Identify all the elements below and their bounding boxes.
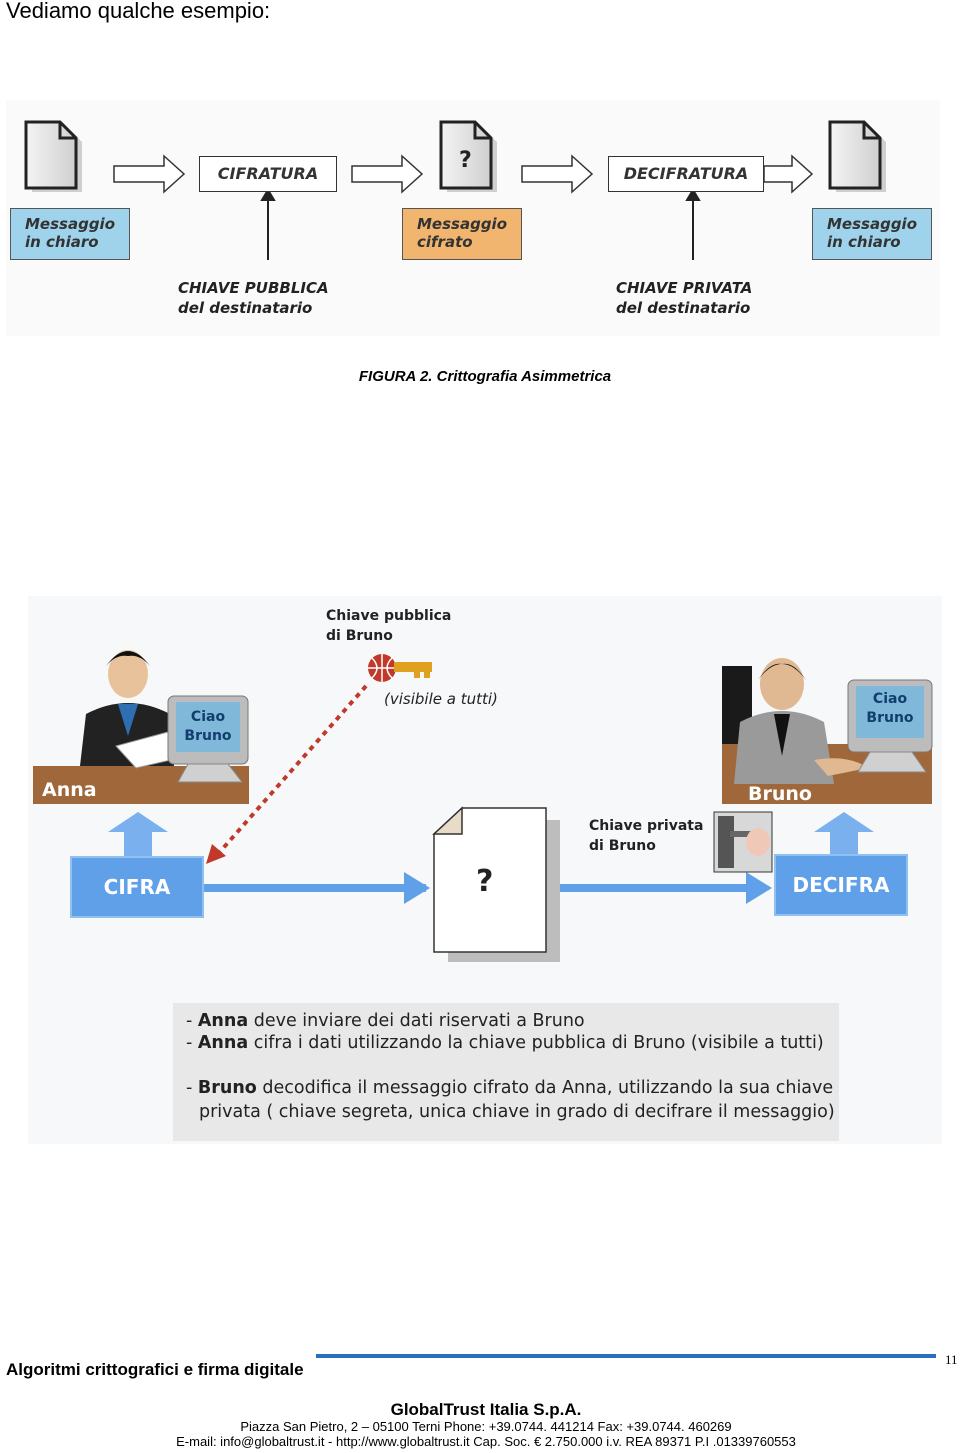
label-line: di Bruno: [326, 628, 393, 644]
explanation-panel: - Anna deve inviare dei dati riservati a…: [173, 1003, 839, 1141]
explanation-line: - Anna cifra i dati utilizzando la chiav…: [186, 1033, 824, 1053]
flow-diagram-graphics: [24, 120, 886, 260]
key-line: del destinatario: [616, 299, 751, 317]
plaintext-message-box: Messaggio in chiaro: [812, 208, 932, 260]
up-arrow-icon: [260, 188, 701, 260]
line-dash: -: [186, 1078, 198, 1098]
encryption-box: CIFRATURA: [199, 156, 337, 192]
encrypted-document-icon: [439, 120, 497, 192]
key-line: del destinatario: [178, 299, 313, 317]
arrow-head: [206, 844, 226, 864]
msg-line: Messaggio: [827, 215, 917, 233]
private-key-label: CHIAVE PRIVATA del destinatario: [616, 278, 752, 318]
key-line: CHIAVE PUBBLICA: [178, 279, 329, 297]
msg-line: Messaggio: [25, 215, 115, 233]
explanation-line: - Anna deve inviare dei dati riservati a…: [186, 1011, 585, 1031]
label-line: Chiave pubblica: [326, 608, 452, 624]
visible-to-all-label: (visibile a tutti): [384, 690, 498, 708]
screen-line: Ciao: [872, 691, 908, 707]
msg-line: in chiaro: [25, 233, 99, 251]
key-line: CHIAVE PRIVATA: [616, 279, 753, 297]
label-line: Chiave privata: [589, 818, 704, 834]
company-contact: E-mail: info@globaltrust.it - http://www…: [176, 1434, 796, 1449]
right-arrow-icon: [746, 872, 772, 904]
label-line: di Bruno: [589, 838, 656, 854]
line-name: Anna: [197, 1033, 249, 1053]
line-name: Anna: [197, 1011, 249, 1031]
right-arrow-icon: [113, 154, 814, 194]
explanation-line: - Bruno decodifica il messaggio cifrato …: [186, 1078, 833, 1098]
flow-line: [558, 884, 748, 892]
flow-line: [204, 884, 426, 892]
anna-label: Anna: [42, 779, 97, 801]
question-mark: ?: [459, 148, 472, 173]
anna-illustration: [33, 650, 249, 804]
bruno-illustration: [722, 658, 933, 804]
public-key-label: CHIAVE PUBBLICA del destinatario: [178, 278, 329, 318]
dashed-red-arrow: [216, 684, 368, 856]
screen-line: Bruno: [184, 728, 232, 744]
line-text: decodifica il messaggio cifrato da Anna,…: [256, 1078, 834, 1098]
page-number: 11: [945, 1352, 958, 1367]
asymmetric-crypto-flow-diagram: ? CIFRATURA DECIFRATURA Messaggio in chi…: [6, 100, 940, 336]
private-key-icon: [713, 811, 773, 873]
company-name: GlobalTrust Italia S.p.A.: [390, 1400, 582, 1419]
ciphertext-message-box: Messaggio cifrato: [402, 208, 522, 260]
line-dash: -: [186, 1011, 198, 1031]
screen-line: Ciao: [190, 709, 226, 725]
private-key-label: Chiave privata di Bruno: [589, 816, 703, 856]
figure-caption: FIGURA 2. Crittografia Asimmetrica: [358, 368, 612, 385]
decrypt-box: DECIFRA: [774, 854, 908, 916]
line-text: deve inviare dei dati riservati a Bruno: [248, 1011, 585, 1031]
up-arrow-icon: [108, 812, 168, 856]
line-name: Bruno: [197, 1078, 257, 1098]
right-arrow-icon: [404, 872, 430, 904]
footer-rule: [316, 1354, 936, 1358]
public-key-icon: [368, 654, 432, 682]
public-key-label: Chiave pubblica di Bruno: [326, 606, 451, 646]
msg-line: in chiaro: [827, 233, 901, 251]
msg-line: cifrato: [417, 233, 473, 251]
line-dash: -: [186, 1033, 198, 1053]
question-mark: ?: [476, 864, 494, 899]
explanation-line: privata ( chiave segreta, unica chiave i…: [199, 1102, 835, 1122]
company-address: Piazza San Pietro, 2 – 05100 Terni Phone…: [240, 1419, 732, 1434]
intro-text: Vediamo qualche esempio:: [6, 0, 271, 23]
anna-bruno-graphics: [33, 650, 933, 962]
anna-screen-text: Ciao Bruno: [178, 708, 238, 746]
footer-title: Algoritmi crittografici e firma digitale: [6, 1360, 304, 1379]
bruno-label: Bruno: [748, 783, 812, 805]
line-text: cifra i dati utilizzando la chiave pubbl…: [248, 1033, 824, 1053]
screen-line: Bruno: [866, 710, 914, 726]
document-icon: [828, 120, 886, 192]
encrypted-document-icon: [432, 806, 560, 962]
decryption-box: DECIFRATURA: [608, 156, 764, 192]
encrypt-box: CIFRA: [70, 856, 204, 918]
bruno-screen-text: Ciao Bruno: [856, 690, 924, 728]
line-text: privata ( chiave segreta, unica chiave i…: [199, 1102, 835, 1122]
plaintext-message-box: Messaggio in chiaro: [10, 208, 130, 260]
document-icon: [24, 120, 82, 192]
msg-line: Messaggio: [417, 215, 507, 233]
up-arrow-icon: [814, 812, 874, 854]
